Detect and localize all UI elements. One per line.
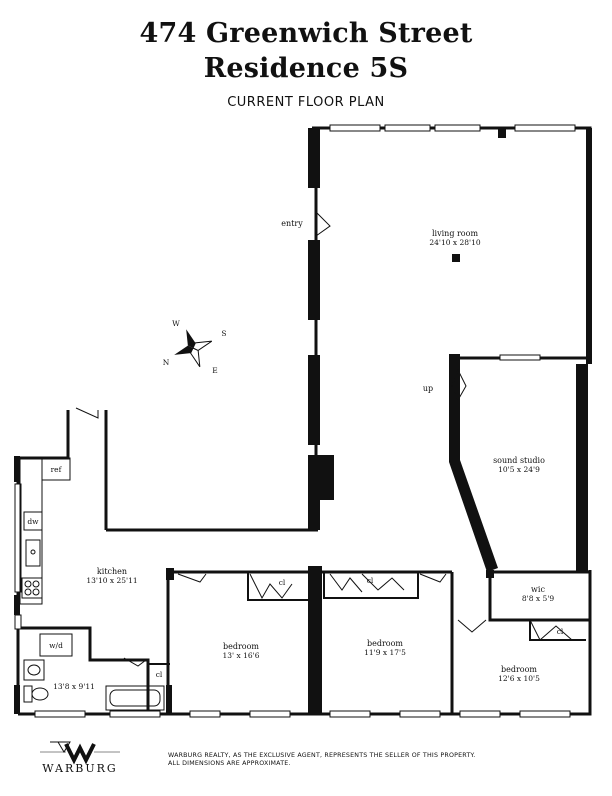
- up-label: up: [423, 384, 433, 393]
- compass-rose: [174, 329, 213, 368]
- sound-studio-name: sound studio: [493, 456, 545, 465]
- dw-label: dw: [27, 517, 39, 526]
- warburg-logo-icon: [40, 741, 120, 765]
- brand-name: WARBURG: [42, 762, 118, 775]
- closets: [147, 572, 586, 690]
- closet-label-4: cl: [156, 670, 163, 679]
- ref-label: ref: [51, 465, 63, 474]
- bedroom3-name: bedroom: [501, 665, 537, 674]
- closet-label-1: cl: [279, 578, 286, 587]
- doors: [75, 211, 573, 667]
- bedroom2-dims: 11'9 x 17'5: [364, 648, 406, 657]
- kitchen-name: kitchen: [97, 567, 127, 576]
- stove: [21, 577, 43, 599]
- closet-label-2: cl: [367, 576, 374, 585]
- living-room-dims: 24'10 x 28'10: [429, 238, 481, 247]
- page-subtitle: CURRENT FLOOR PLAN: [227, 95, 385, 110]
- compass-w: W: [172, 319, 180, 328]
- wic-dims: 8'8 x 5'9: [522, 594, 554, 603]
- kitchen-dims: 13'10 x 25'11: [86, 576, 137, 585]
- living-room-name: living room: [432, 229, 478, 238]
- compass-s: S: [221, 329, 226, 338]
- page-title-line-2: Residence 5S: [203, 53, 409, 84]
- bedroom2-name: bedroom: [367, 639, 403, 648]
- bathtub: [105, 685, 165, 711]
- entry-label: entry: [281, 219, 303, 228]
- disclaimer: WARBURG REALTY, AS THE EXCLUSIVE AGENT, …: [168, 752, 588, 767]
- bedroom1-name: bedroom: [223, 642, 259, 651]
- washer-dryer: [39, 633, 73, 657]
- wd-label: w/d: [49, 641, 63, 650]
- windows: [14, 124, 576, 718]
- disclaimer-line-2: ALL DIMENSIONS ARE APPROXIMATE.: [168, 759, 291, 767]
- toilet: [31, 687, 49, 701]
- bath-sink: [23, 659, 45, 681]
- bath-dims: 13'8 x 9'11: [53, 682, 95, 691]
- wic-name: wic: [531, 585, 545, 594]
- bedroom1-dims: 13' x 16'6: [223, 651, 260, 660]
- walls: [16, 126, 592, 716]
- closet-label-3: cl: [557, 627, 564, 636]
- bedroom3-dims: 12'6 x 10'5: [498, 674, 540, 683]
- page-title-line-1: 474 Greenwich Street: [139, 18, 473, 49]
- thick-walls: [14, 128, 592, 714]
- sink: [25, 539, 41, 567]
- refrigerator: [41, 457, 71, 481]
- compass-n: N: [163, 358, 170, 367]
- sound-studio-dims: 10'5 x 24'9: [498, 465, 540, 474]
- compass-e: E: [212, 366, 217, 375]
- kitchen-fixtures: [19, 457, 71, 605]
- bath-fixtures: [23, 633, 165, 711]
- disclaimer-line-1: WARBURG REALTY, AS THE EXCLUSIVE AGENT, …: [168, 752, 476, 759]
- dishwasher: [23, 511, 43, 531]
